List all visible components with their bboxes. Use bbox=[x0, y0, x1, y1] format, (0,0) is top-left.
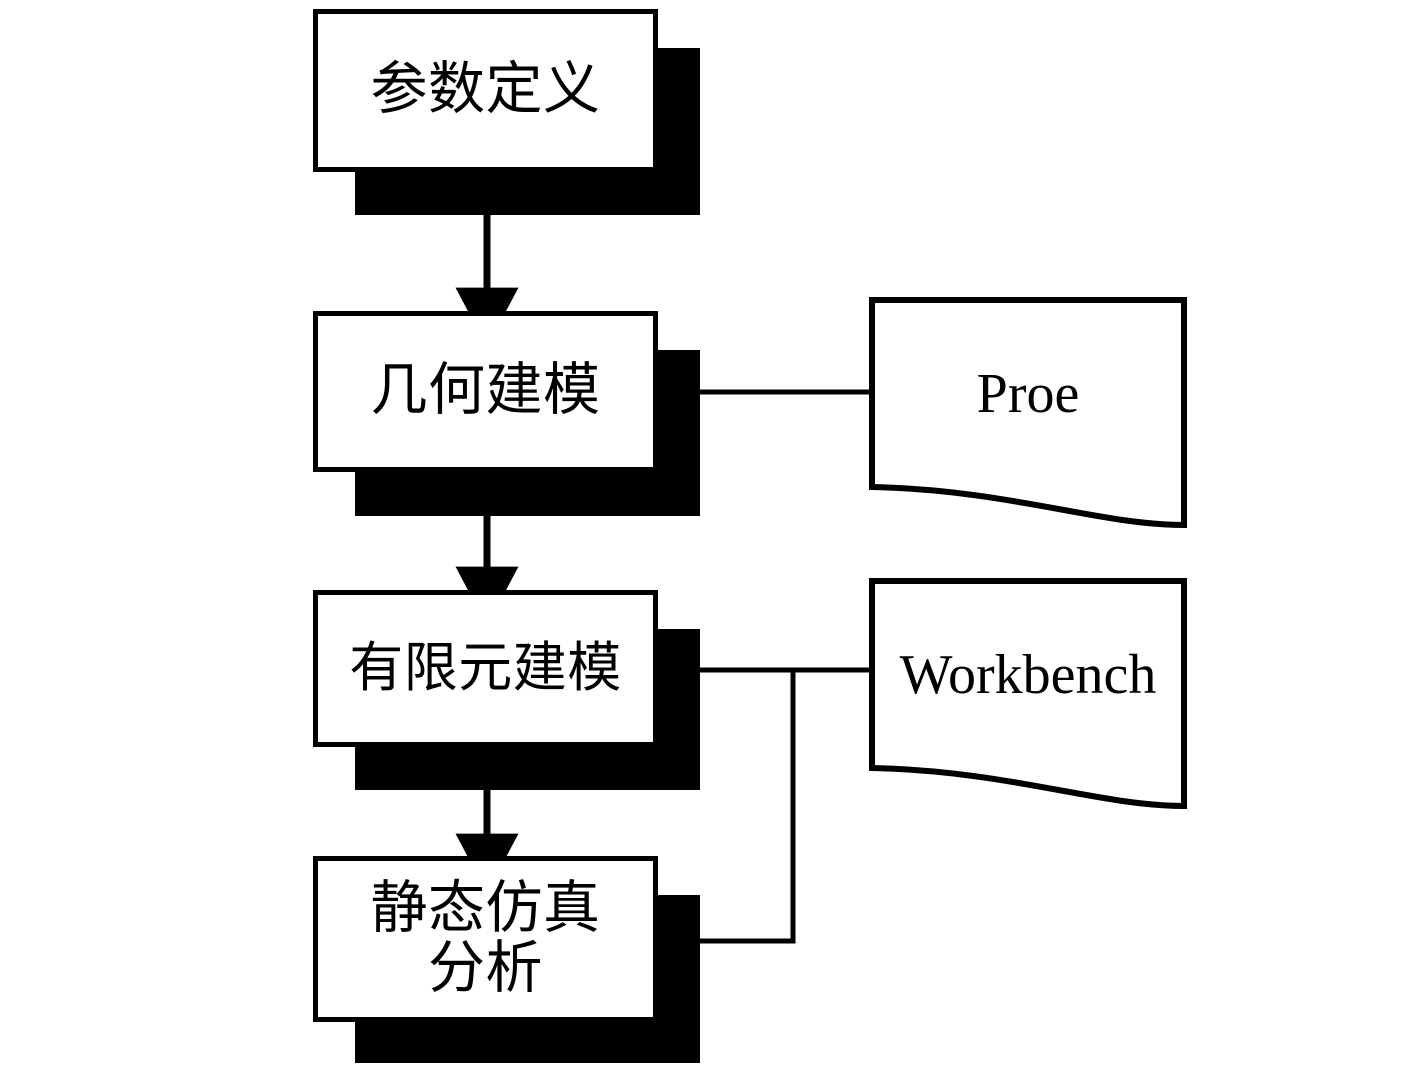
process-node-finite-element-modeling[interactable]: 有限元建模 bbox=[313, 590, 658, 747]
document-shape-proe bbox=[869, 297, 1187, 529]
process-label-geometric-modeling: 几何建模 bbox=[370, 359, 601, 423]
document-shape-workbench bbox=[869, 578, 1187, 810]
process-label-finite-element-modeling: 有限元建模 bbox=[349, 637, 622, 698]
process-label-static-simulation-analysis: 静态仿真 分析 bbox=[370, 876, 601, 1000]
connector-static-to-workbench bbox=[699, 670, 796, 944]
process-node-static-simulation-analysis[interactable]: 静态仿真 分析 bbox=[313, 856, 658, 1022]
process-node-parameter-definition[interactable]: 参数定义 bbox=[313, 9, 658, 172]
process-node-geometric-modeling[interactable]: 几何建模 bbox=[313, 311, 658, 472]
process-label-parameter-definition: 参数定义 bbox=[370, 58, 601, 122]
document-label-proe: Proe bbox=[976, 363, 1080, 425]
document-label-workbench: Workbench bbox=[899, 644, 1157, 706]
